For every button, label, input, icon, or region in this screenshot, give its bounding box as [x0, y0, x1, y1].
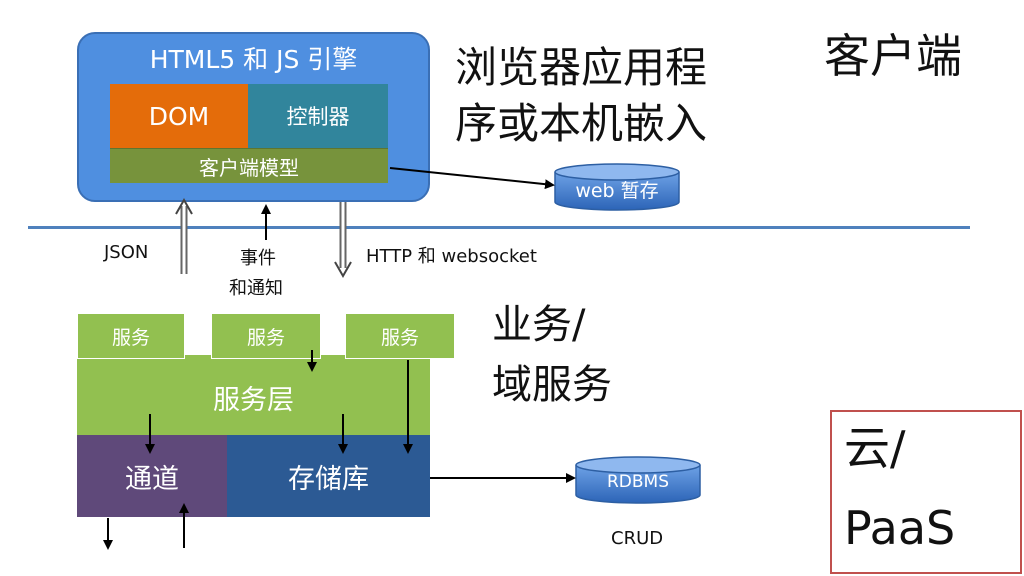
- browser-app-line2: 序或本机嵌入: [455, 99, 708, 148]
- service-block-3: 服务: [345, 313, 455, 359]
- client-heading: 客户端: [824, 29, 962, 83]
- cloud-heading-line2: PaaS: [844, 501, 956, 555]
- service-block-2: 服务: [211, 313, 321, 359]
- service-block-1: 服务: [77, 313, 185, 359]
- business-heading-line2: 域服务: [492, 362, 612, 408]
- browser-app-line1: 浏览器应用程: [455, 43, 708, 92]
- client-model-block: 客户端模型: [110, 148, 388, 183]
- arrow-model-to-web-storage: [389, 167, 555, 190]
- web-storage-cylinder: [554, 163, 680, 211]
- http-label: HTTP 和 websocket: [366, 246, 537, 267]
- arrow-http-down: [334, 202, 352, 279]
- business-heading-line1: 业务/: [492, 302, 586, 348]
- events-label-line1: 事件: [240, 248, 276, 269]
- rdbms-cylinder: [575, 456, 701, 504]
- controller-block: 控制器: [248, 84, 388, 148]
- events-label-line2: 和通知: [229, 278, 283, 299]
- tier-divider: [28, 226, 970, 229]
- arrow-json-up: [175, 197, 193, 274]
- dom-block: DOM: [110, 84, 248, 148]
- json-label: JSON: [104, 242, 149, 263]
- crud-label: CRUD: [611, 528, 664, 549]
- client-engine-title: HTML5 和 JS 引擎: [149, 45, 358, 74]
- repository-block: 存储库: [227, 435, 430, 517]
- cloud-paas-box: [830, 410, 1022, 574]
- cloud-heading-line1: 云/: [844, 421, 906, 475]
- service-layer-block: 服务层: [77, 355, 430, 435]
- web-storage-label: web 暂存: [575, 179, 659, 202]
- rdbms-label: RDBMS: [606, 472, 670, 492]
